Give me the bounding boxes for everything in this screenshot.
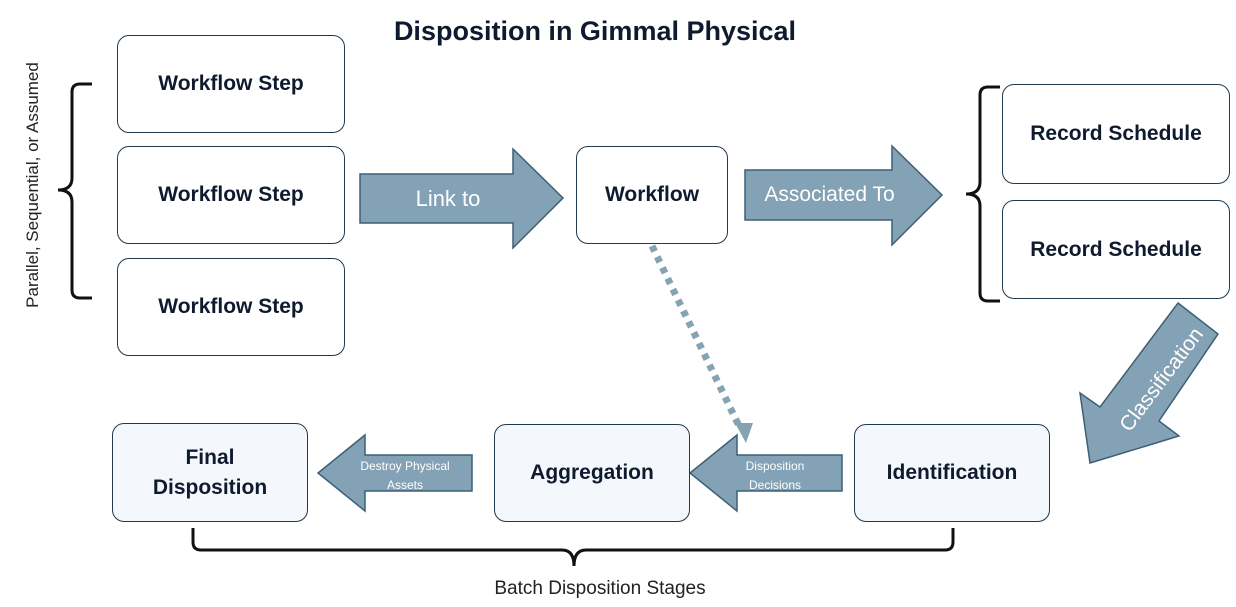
bottom-curly-brace <box>191 528 955 567</box>
destroy-physical-assets-arrow <box>316 433 473 513</box>
associated-to-arrow <box>744 144 944 247</box>
left-curly-brace <box>57 82 92 300</box>
record-schedule-box: Record Schedule <box>1002 84 1230 184</box>
workflow-box: Workflow <box>576 146 728 244</box>
associated-to-label: Associated To <box>764 183 895 206</box>
record-schedule-box: Record Schedule <box>1002 200 1230 299</box>
bottom-bracket-label: Batch Disposition Stages <box>494 578 706 599</box>
workflow-step-box: Workflow Step <box>117 35 345 133</box>
aggregation-box: Aggregation <box>494 424 690 522</box>
classification-arrow <box>1079 301 1220 464</box>
destroy-physical-assets-label: Destroy Physical Assets <box>360 459 450 492</box>
link-to-label: Link to <box>415 186 481 211</box>
dotted-connector-head <box>735 423 753 443</box>
identification-box: Identification <box>854 424 1050 522</box>
link-to-arrow <box>359 147 565 250</box>
right-curly-brace <box>965 85 1000 303</box>
workflow-step-box: Workflow Step <box>117 146 345 244</box>
disposition-decisions-arrow <box>688 433 843 513</box>
final-disposition-box: Final Disposition <box>112 423 308 522</box>
diagram-title: Disposition in Gimmal Physical <box>393 16 797 46</box>
dotted-connector <box>648 244 744 430</box>
workflow-step-box: Workflow Step <box>117 258 345 356</box>
disposition-decisions-label: Disposition Decisions <box>745 459 805 492</box>
